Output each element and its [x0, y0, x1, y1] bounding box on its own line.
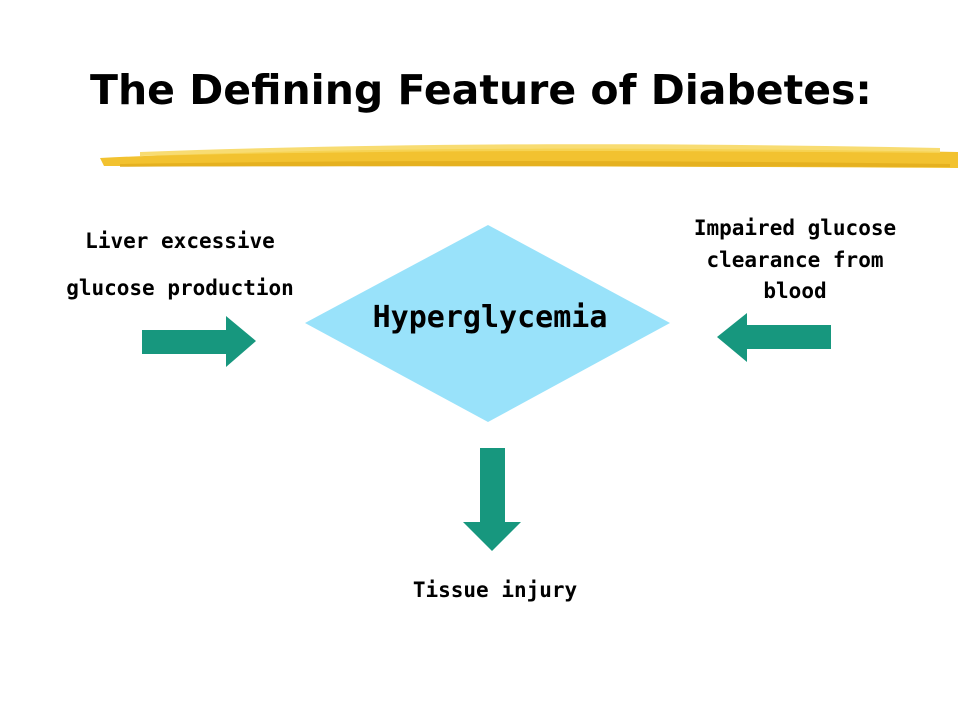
slide-title: The Defining Feature of Diabetes: — [90, 66, 872, 114]
tissue-injury-label: Tissue injury — [412, 578, 578, 602]
impaired-clearance-label: Impaired glucose clearance from blood — [650, 213, 940, 308]
brush-stroke-highlight — [140, 144, 940, 156]
hyperglycemia-diamond — [305, 225, 670, 422]
left-input-arrow — [142, 316, 256, 367]
impaired-clearance-line-3: blood — [763, 279, 827, 303]
liver-production-label: Liver excessive glucose production — [30, 218, 330, 313]
output-arrow — [463, 448, 521, 551]
impaired-clearance-line-1: Impaired glucose — [693, 216, 897, 240]
liver-production-line-1: Liver excessive — [85, 229, 275, 253]
brush-stroke-shadow — [120, 161, 950, 167]
hyperglycemia-label: Hyperglycemia — [372, 300, 608, 335]
right-input-arrow — [717, 313, 831, 362]
title-underline-stroke — [100, 144, 958, 168]
impaired-clearance-line-2: clearance from — [706, 247, 884, 272]
liver-production-line-2: glucose production — [66, 276, 294, 301]
